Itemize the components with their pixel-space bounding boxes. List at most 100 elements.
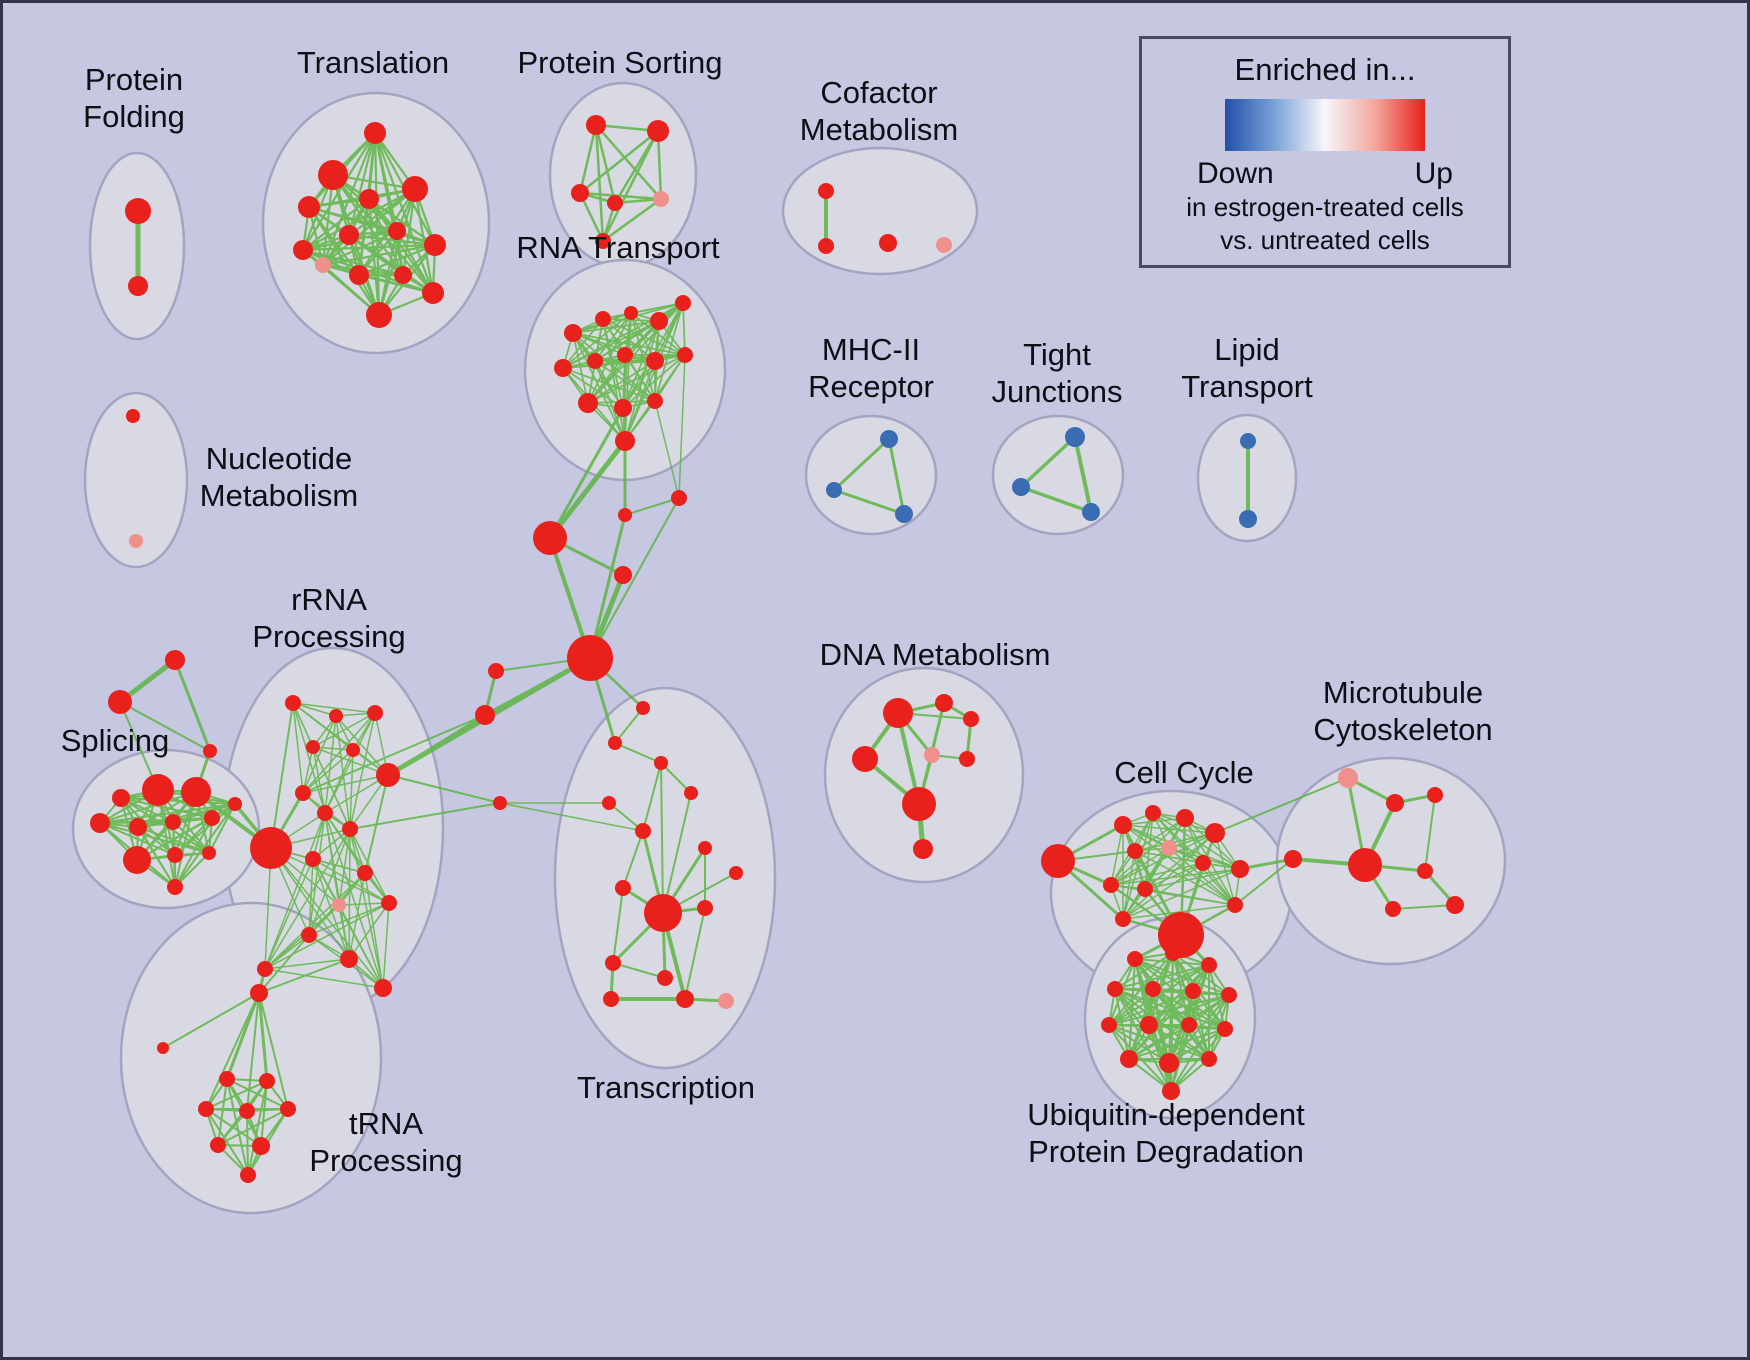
gene-set-node-mt3 [1427, 787, 1443, 803]
edge-cc4-mt1 [1214, 777, 1349, 834]
gene-set-node-ps2 [647, 120, 669, 142]
gene-set-node-s12 [167, 879, 183, 895]
gene-set-node-s7 [204, 810, 220, 826]
gene-set-node-rr14 [381, 895, 397, 911]
cluster-label-nucleotide-metabolism-line1: Nucleotide [206, 441, 352, 476]
gene-set-node-t8 [388, 222, 406, 240]
edge-t11-t14 [357, 273, 435, 295]
edge-tp_hub-tp3 [205, 992, 260, 1110]
gene-set-node-sp_a [165, 650, 185, 670]
gene-set-node-rr8 [250, 827, 292, 869]
gene-set-node-tr11 [729, 866, 743, 880]
cluster-label-nucleotide-metabolism-line2: Metabolism [200, 478, 359, 513]
edge-tp5-tp6 [217, 1108, 289, 1146]
gene-set-node-s4 [90, 813, 110, 833]
gene-set-node-ub4 [1107, 981, 1123, 997]
edge-tp1-tp8 [226, 1078, 249, 1176]
edge-cc8-cc9 [1110, 868, 1241, 886]
edge-tp1-tp6 [217, 1078, 228, 1146]
gene-set-node-t13 [366, 302, 392, 328]
gene-set-node-mt5 [1348, 848, 1382, 882]
gene-set-node-tr4 [684, 786, 698, 800]
edge-ub11-ub12 [1128, 1028, 1226, 1060]
gene-set-node-cn7 [475, 705, 495, 725]
gene-set-node-tr14 [603, 991, 619, 1007]
gene-set-node-tp6 [210, 1137, 226, 1153]
gene-set-node-cc12 [1115, 911, 1131, 927]
gene-set-node-rt2 [595, 311, 611, 327]
gene-set-node-rr1 [285, 695, 301, 711]
gene-set-node-ub3 [1201, 957, 1217, 973]
edge-rr16-rr17 [264, 958, 350, 970]
edge-rr14-rr17 [264, 902, 390, 970]
gene-set-node-rt4 [650, 312, 668, 330]
edge-cc7-cc12 [1122, 862, 1204, 920]
gene-set-node-mt4 [1284, 850, 1302, 868]
gene-set-node-rr13 [357, 865, 373, 881]
edge-rr14-rr16 [348, 902, 390, 960]
edge-tp0-tp_hub [162, 992, 260, 1049]
edge-rr3-rr7 [302, 712, 376, 794]
gene-set-node-cc1 [1114, 816, 1132, 834]
edge-cc5-cc12 [1122, 850, 1136, 920]
edge-ps2-ps6 [601, 129, 660, 243]
edge-rr11-rr16 [312, 858, 350, 960]
edge-rt5-rt8 [624, 302, 684, 356]
cluster-label-cofactor-metabolism-line1: Cofactor [820, 75, 937, 110]
gene-set-node-tr8 [644, 894, 682, 932]
gene-set-node-mt6 [1417, 863, 1433, 879]
gene-set-node-tj2 [1012, 478, 1030, 496]
cluster-label-ubiquitin-degradation-line2: Protein Degradation [1028, 1134, 1304, 1169]
gene-set-node-dm7 [902, 787, 936, 821]
gene-set-node-ub1 [1127, 951, 1143, 967]
gene-set-node-cn4 [614, 566, 632, 584]
edge-rr2-rr6 [335, 715, 389, 776]
gene-set-node-nm2 [129, 534, 143, 548]
edge-rt14-cn1 [547, 438, 628, 541]
edge-ub7-ub9 [1148, 994, 1230, 1026]
edge-tr12-tr13 [612, 962, 666, 979]
legend-gradient-bar [1225, 99, 1425, 151]
gene-set-node-cc7 [1195, 855, 1211, 871]
gene-set-node-rr10 [342, 821, 358, 837]
cluster-ellipse-mhc-ii-receptor [804, 414, 938, 536]
edge-tr10-tr15 [684, 907, 706, 1000]
cluster-label-microtubule-cytoskeleton-line1: Microtubule [1323, 675, 1483, 710]
edge-tp_hub-tp2 [257, 991, 269, 1083]
edge-rr6-rr13 [364, 774, 389, 874]
edge-ub10-ub12 [1128, 1024, 1190, 1060]
edge-ps1-ps3 [578, 123, 598, 195]
gene-set-node-rt8 [617, 347, 633, 363]
edge-rr9-rr17 [264, 812, 326, 970]
gene-set-node-rt10 [677, 347, 693, 363]
cluster-ellipse-nucleotide-metabolism [83, 391, 189, 569]
edge-rr5-rr7 [302, 749, 354, 794]
edge-t4-t6 [301, 197, 371, 252]
edge-s3-s11 [120, 797, 210, 854]
gene-set-node-ub13 [1159, 1053, 1179, 1073]
edge-rr13-rr17 [264, 872, 366, 970]
gene-set-node-dm1 [883, 698, 913, 728]
edge-rr12-rr18 [338, 904, 384, 989]
gene-set-node-cc5 [1127, 843, 1143, 859]
edge-tp2-tp8 [247, 1080, 268, 1176]
gene-set-node-tr6 [602, 796, 616, 810]
gene-set-node-rr2 [329, 709, 343, 723]
cluster-label-transcription-line1: Transcription [577, 1070, 755, 1105]
edge-s8-s12 [174, 803, 236, 888]
edge-rr11-rr14 [312, 858, 390, 904]
edge-tp2-tp7 [260, 1080, 268, 1147]
edge-rr12-rr16 [338, 904, 350, 960]
edge-rr10-rr15 [308, 828, 351, 936]
gene-set-node-tr2 [608, 736, 622, 750]
edge-ps1-ps4 [594, 123, 617, 205]
edge-m2-m3 [832, 488, 906, 516]
gene-set-node-rr5 [346, 743, 360, 757]
gene-set-node-cn2 [618, 508, 632, 522]
edge-rt7-rt12 [594, 360, 624, 409]
gene-set-node-ub8 [1101, 1017, 1117, 1033]
gene-set-node-s2 [181, 777, 211, 807]
edge-tj2-tj3 [1019, 485, 1093, 514]
edge-sp_a-sp_c [173, 658, 212, 753]
